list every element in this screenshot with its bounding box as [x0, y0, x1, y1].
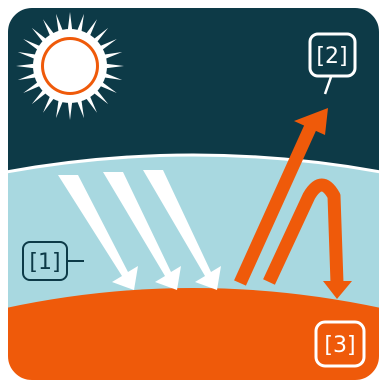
callout-2-label: [2]: [316, 44, 347, 69]
callout-3-label: [3]: [324, 333, 355, 358]
callout-1-label: [1]: [29, 250, 60, 275]
callout-3: [3]: [316, 322, 364, 366]
sun-icon: [16, 12, 124, 120]
